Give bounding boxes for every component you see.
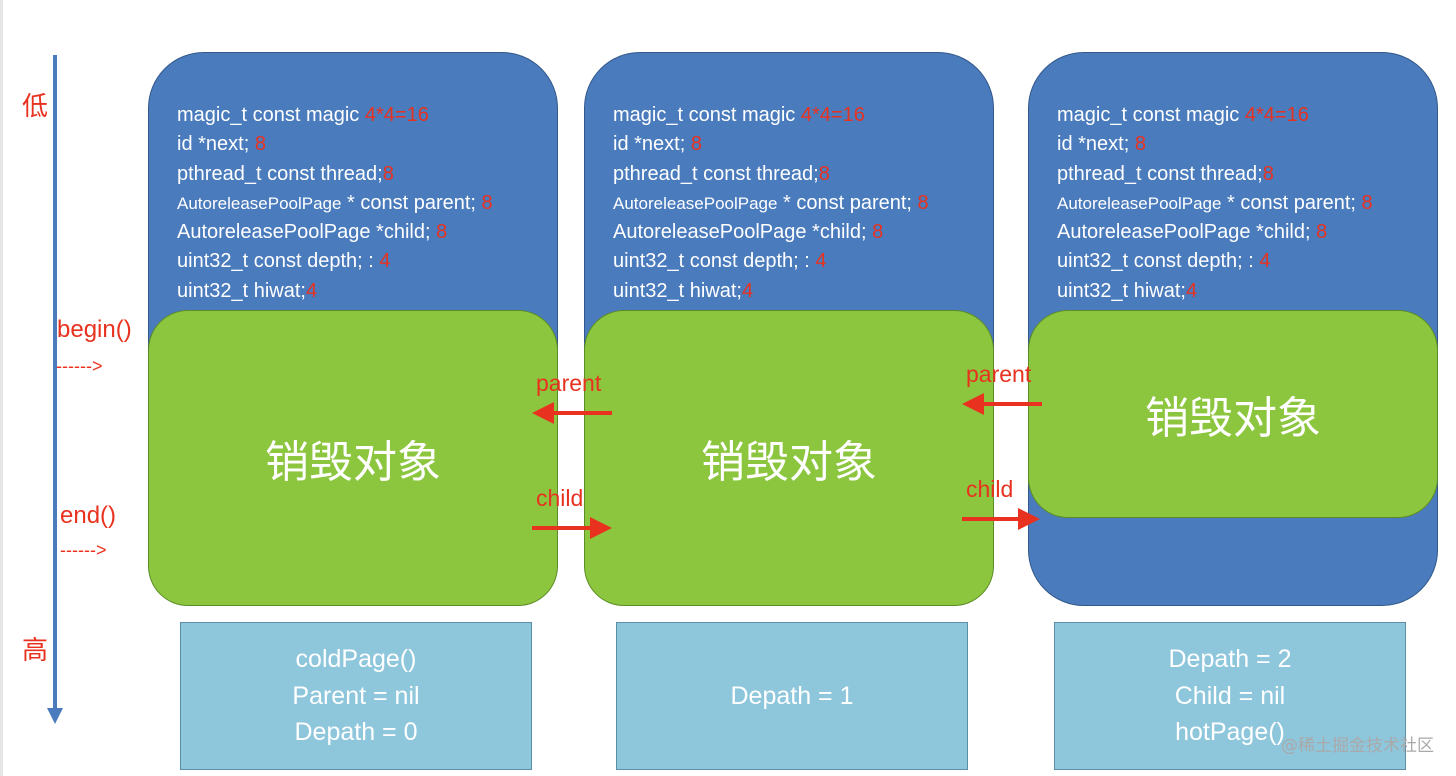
page-1-info-line-2: Parent = nil: [292, 681, 420, 710]
page-1-field-child: AutoreleasePoolPage *child; 8: [177, 221, 448, 244]
page-3-field-next: id *next; 8: [1057, 133, 1146, 156]
page-2-field-magic: magic_t const magic 4*4=16: [613, 104, 865, 126]
parent-label-3-to-2: parent: [966, 361, 1032, 387]
page-2-objects-area: 销毁对象: [584, 310, 994, 606]
child-label-2-to-3: child: [966, 476, 1014, 502]
page-3-field-depth: uint32_t const depth; : 4: [1057, 250, 1271, 273]
page-3-field-parent: AutoreleasePoolPage * const parent; 8: [1057, 191, 1373, 214]
page-1-field-thread: pthread_t const thread;8: [177, 162, 394, 185]
page-3-info-box: Depath = 2 Child = nil hotPage(): [1054, 622, 1406, 770]
parent-label-2-to-1: parent: [536, 370, 602, 396]
page-1-info-box: coldPage() Parent = nil Depath = 0: [180, 622, 532, 770]
page-1-field-magic: magic_t const magic 4*4=16: [177, 104, 429, 126]
page-3-field-thread: pthread_t const thread;8: [1057, 162, 1274, 185]
child-arrow-1-to-2: [532, 517, 612, 539]
page-1-fields: magic_t const magic 4*4=16 id *next; 8 p…: [177, 101, 493, 306]
page-3-info-line-1: Depath = 2: [1168, 645, 1292, 674]
page-3-field-magic: magic_t const magic 4*4=16: [1057, 104, 1309, 126]
page-3-field-hiwat: uint32_t hiwat;4: [1057, 279, 1198, 302]
page-2-info-line-1: Depath = 1: [730, 681, 854, 710]
page-2-field-thread: pthread_t const thread;8: [613, 162, 830, 185]
page-1-objects-label: 销毁对象: [265, 437, 441, 488]
page-1-info-line-1: coldPage(): [295, 645, 417, 674]
end-marker-label: end(): [60, 502, 117, 529]
watermark: @稀土掘金技术社区: [1281, 736, 1434, 756]
page-3-info-line-3: hotPage(): [1175, 718, 1285, 747]
parent-arrow-2-to-1: [532, 402, 612, 424]
page-2-field-child: AutoreleasePoolPage *child; 8: [613, 221, 884, 244]
page-1-field-hiwat: uint32_t hiwat;4: [177, 279, 318, 302]
page-1-objects-area: 销毁对象: [148, 310, 558, 606]
page-1-field-parent: AutoreleasePoolPage * const parent; 8: [177, 191, 493, 214]
left-edge-line: [0, 0, 3, 776]
page-2-fields: magic_t const magic 4*4=16 id *next; 8 p…: [613, 101, 929, 306]
page-3-objects-area: 销毁对象: [1028, 310, 1438, 518]
page-2-field-depth: uint32_t const depth; : 4: [613, 250, 827, 273]
end-marker-arrow: ------>: [60, 540, 107, 560]
parent-arrow-3-to-2: [962, 393, 1042, 415]
begin-marker-arrow: ------>: [56, 356, 103, 376]
page-2-field-next: id *next; 8: [613, 133, 702, 156]
page-3-fields: magic_t const magic 4*4=16 id *next; 8 p…: [1057, 101, 1373, 306]
axis-high-label: 高: [22, 636, 49, 666]
page-3-info-line-2: Child = nil: [1174, 681, 1286, 710]
page-1-field-depth: uint32_t const depth; : 4: [177, 250, 391, 273]
page-2-objects-label: 销毁对象: [701, 437, 877, 488]
axis-arrowhead: [47, 708, 63, 724]
page-2-field-parent: AutoreleasePoolPage * const parent; 8: [613, 191, 929, 214]
child-label-1-to-2: child: [536, 485, 584, 511]
page-3-objects-label: 销毁对象: [1145, 393, 1321, 444]
page-1-field-next: id *next; 8: [177, 133, 266, 156]
axis-low-label: 低: [22, 92, 49, 122]
page-3-field-child: AutoreleasePoolPage *child; 8: [1057, 221, 1328, 244]
page-2-info-box: Depath = 1: [616, 622, 968, 770]
page-2-field-hiwat: uint32_t hiwat;4: [613, 279, 754, 302]
begin-marker-label: begin(): [57, 316, 132, 343]
page-1-info-line-3: Depath = 0: [294, 718, 418, 747]
child-arrow-2-to-3: [962, 508, 1040, 530]
